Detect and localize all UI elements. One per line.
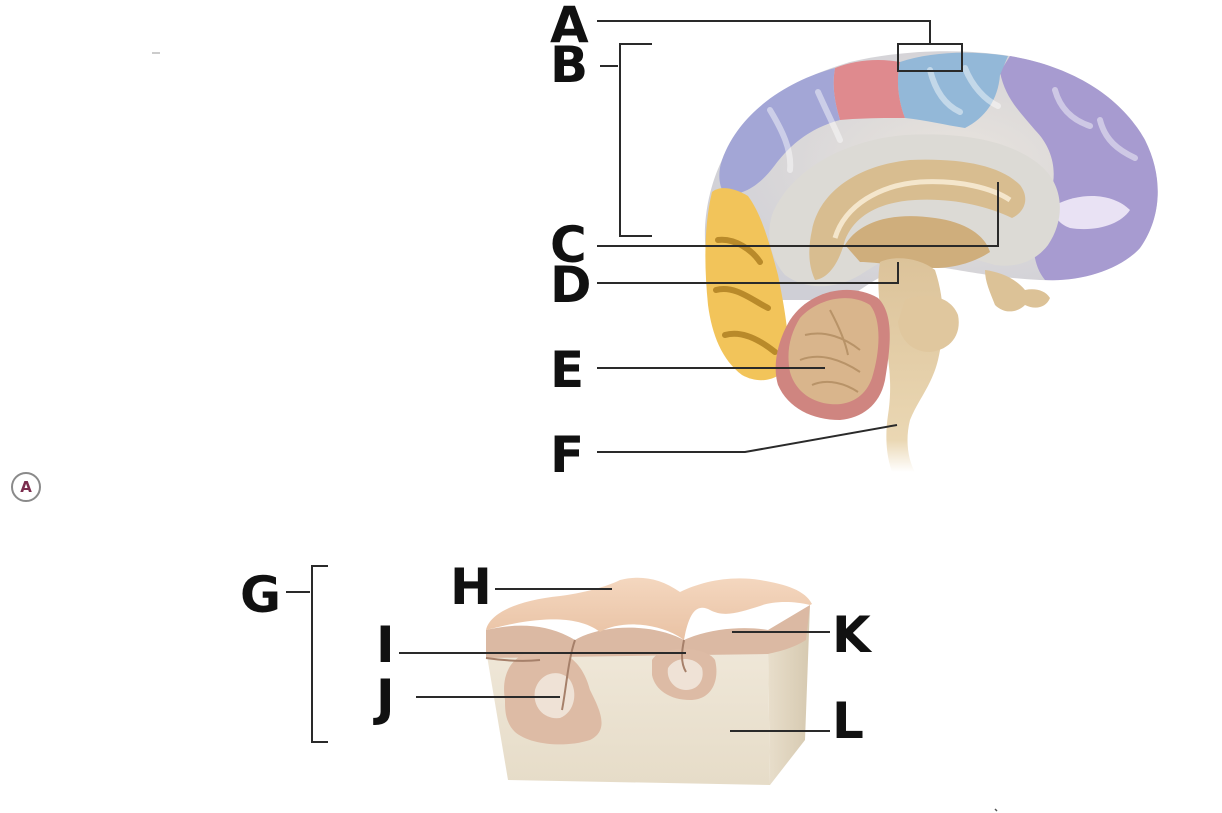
leader-f [597, 424, 898, 453]
label-i: I [376, 616, 395, 674]
panel-badge: A [11, 472, 41, 502]
white-matter-core-left [534, 673, 575, 719]
label-b: B [550, 36, 589, 94]
callosum-stripe [832, 179, 1012, 239]
corpus-callosum [809, 159, 1026, 280]
leader-c [597, 182, 999, 247]
motor-strip-region [833, 60, 905, 120]
frontal-gyrus-highlight [1054, 195, 1130, 230]
leader-a [597, 20, 931, 44]
arbor-vitae-branches [799, 309, 861, 393]
label-k: K [832, 606, 871, 664]
leader-a-box [897, 43, 963, 72]
cortical-sulci [767, 65, 1138, 173]
label-j: J [376, 669, 395, 727]
label-c: C [550, 216, 587, 274]
label-f: F [550, 426, 585, 484]
label-l: L [832, 692, 864, 750]
association-region [719, 68, 840, 195]
label-g: G [240, 566, 282, 624]
brainstem [878, 258, 943, 472]
label-d: D [550, 256, 592, 314]
brain-sagittal [704, 51, 1158, 472]
leader-lines [286, 20, 999, 743]
optic-stalk [985, 270, 1050, 312]
label-h: H [450, 558, 492, 616]
sulcus-lines [485, 639, 687, 711]
diencephalon-mass [845, 216, 990, 268]
stray-dot [994, 808, 998, 812]
label-e: E [550, 341, 585, 399]
cortex-top-surface [486, 577, 812, 640]
gray-matter-front [486, 605, 810, 658]
label-a: A [550, 0, 589, 54]
bracket-g [311, 565, 328, 743]
cerebellum-arbor [788, 298, 879, 405]
leader-d [597, 262, 899, 284]
bracket-b [619, 43, 652, 237]
white-matter-core-right [667, 659, 703, 690]
cortex-tissue-block [485, 577, 812, 785]
pons [898, 295, 959, 352]
